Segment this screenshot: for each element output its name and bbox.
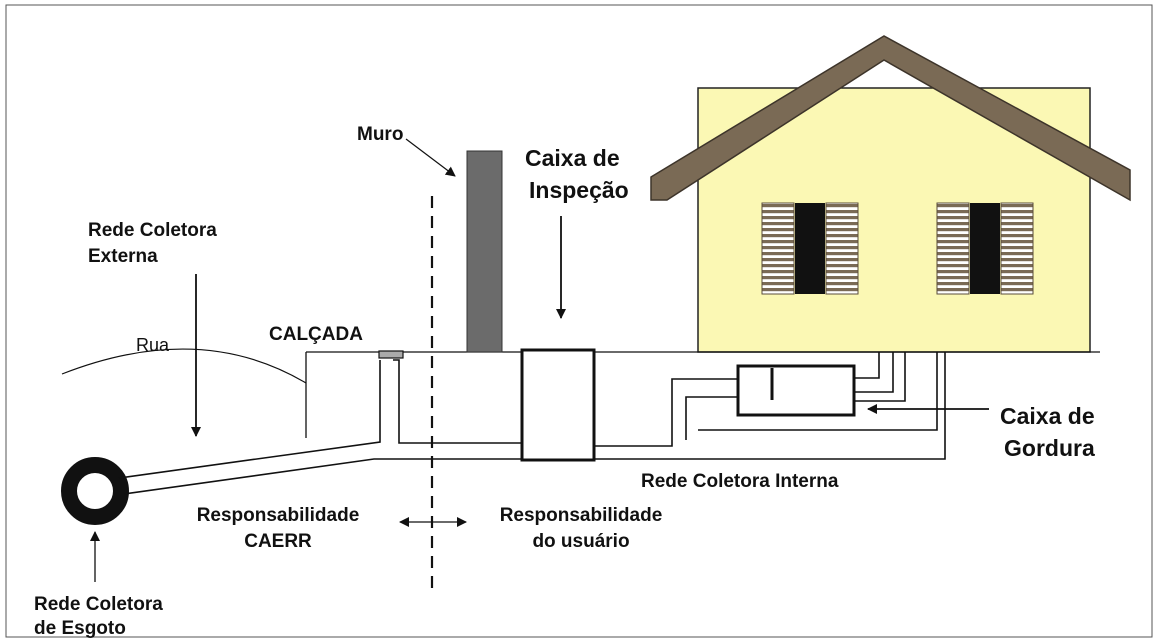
house-roof <box>650 35 1131 202</box>
street-curve <box>61 348 307 384</box>
window-right-opening <box>970 203 1000 294</box>
shutter-right-1 <box>936 202 970 295</box>
grease-box <box>736 364 856 417</box>
collector-pipes <box>118 352 946 495</box>
label-calcada: CALÇADA <box>269 324 363 345</box>
window-left-opening <box>795 203 825 294</box>
label-caixa-gordura-line1: Caixa de <box>1000 403 1095 429</box>
muro-wall <box>466 150 503 353</box>
label-resp-usuario-line1: Responsabilidade <box>499 505 663 526</box>
house <box>650 35 1131 353</box>
window-left <box>761 202 859 295</box>
shutter-right-2 <box>1000 202 1034 295</box>
label-rede-externa-line2: Externa <box>88 246 158 267</box>
cleanout-cap <box>378 350 404 359</box>
shutter-left-1 <box>761 202 795 295</box>
label-muro: Muro <box>357 124 404 145</box>
label-caixa-gordura-line2: Gordura <box>1004 435 1095 461</box>
label-resp-caerr-line1: Responsabilidade <box>196 505 360 526</box>
label-rede-interna: Rede Coletora Interna <box>641 471 839 492</box>
inspection-box <box>520 348 596 462</box>
arrow-muro <box>405 138 456 177</box>
label-rede-externa-line1: Rede Coletora <box>88 220 217 241</box>
annotation-arrows <box>90 138 989 582</box>
window-right <box>936 202 1034 295</box>
frame-border <box>5 4 1153 638</box>
label-rede-esgoto-line2: de Esgoto <box>34 618 126 639</box>
label-resp-caerr-line2: CAERR <box>244 531 312 552</box>
label-rua: Rua <box>136 335 170 355</box>
label-resp-usuario-line2: do usuário <box>532 531 630 552</box>
label-caixa-inspecao-line2: Inspeção <box>529 177 629 203</box>
label-rede-esgoto-line1: Rede Coletora <box>34 594 163 615</box>
shutter-left-2 <box>825 202 859 295</box>
label-caixa-inspecao-line1: Caixa de <box>525 145 620 171</box>
public-sewer-pipe <box>61 457 129 525</box>
